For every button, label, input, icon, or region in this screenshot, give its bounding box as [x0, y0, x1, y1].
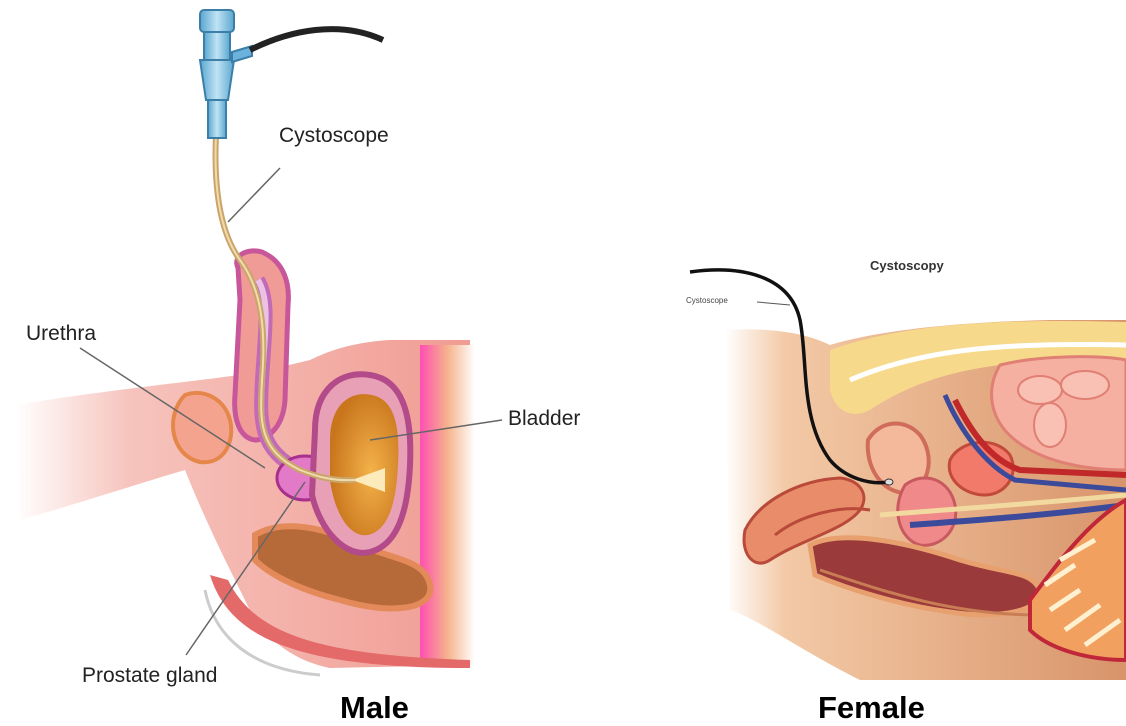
male-label-bladder: Bladder: [508, 407, 580, 431]
female-anatomy: [690, 270, 1126, 680]
female-label-cystoscope: Cystoscope: [686, 296, 728, 305]
male-label-prostate-gland: Prostate gland: [82, 664, 217, 688]
scope-port: [232, 46, 252, 62]
scope-cable: [250, 29, 383, 50]
female-title: Cystoscopy: [870, 258, 944, 273]
female-scope-tip: [885, 479, 893, 485]
caption-female: Female: [818, 690, 925, 726]
male-back-band: [420, 345, 475, 665]
male-label-cystoscope: Cystoscope: [279, 124, 389, 148]
male-label-urethra: Urethra: [26, 322, 96, 346]
scope-eyepiece-top: [200, 10, 234, 32]
caption-male: Male: [340, 690, 409, 726]
male-bladder-lumen: [330, 394, 398, 535]
